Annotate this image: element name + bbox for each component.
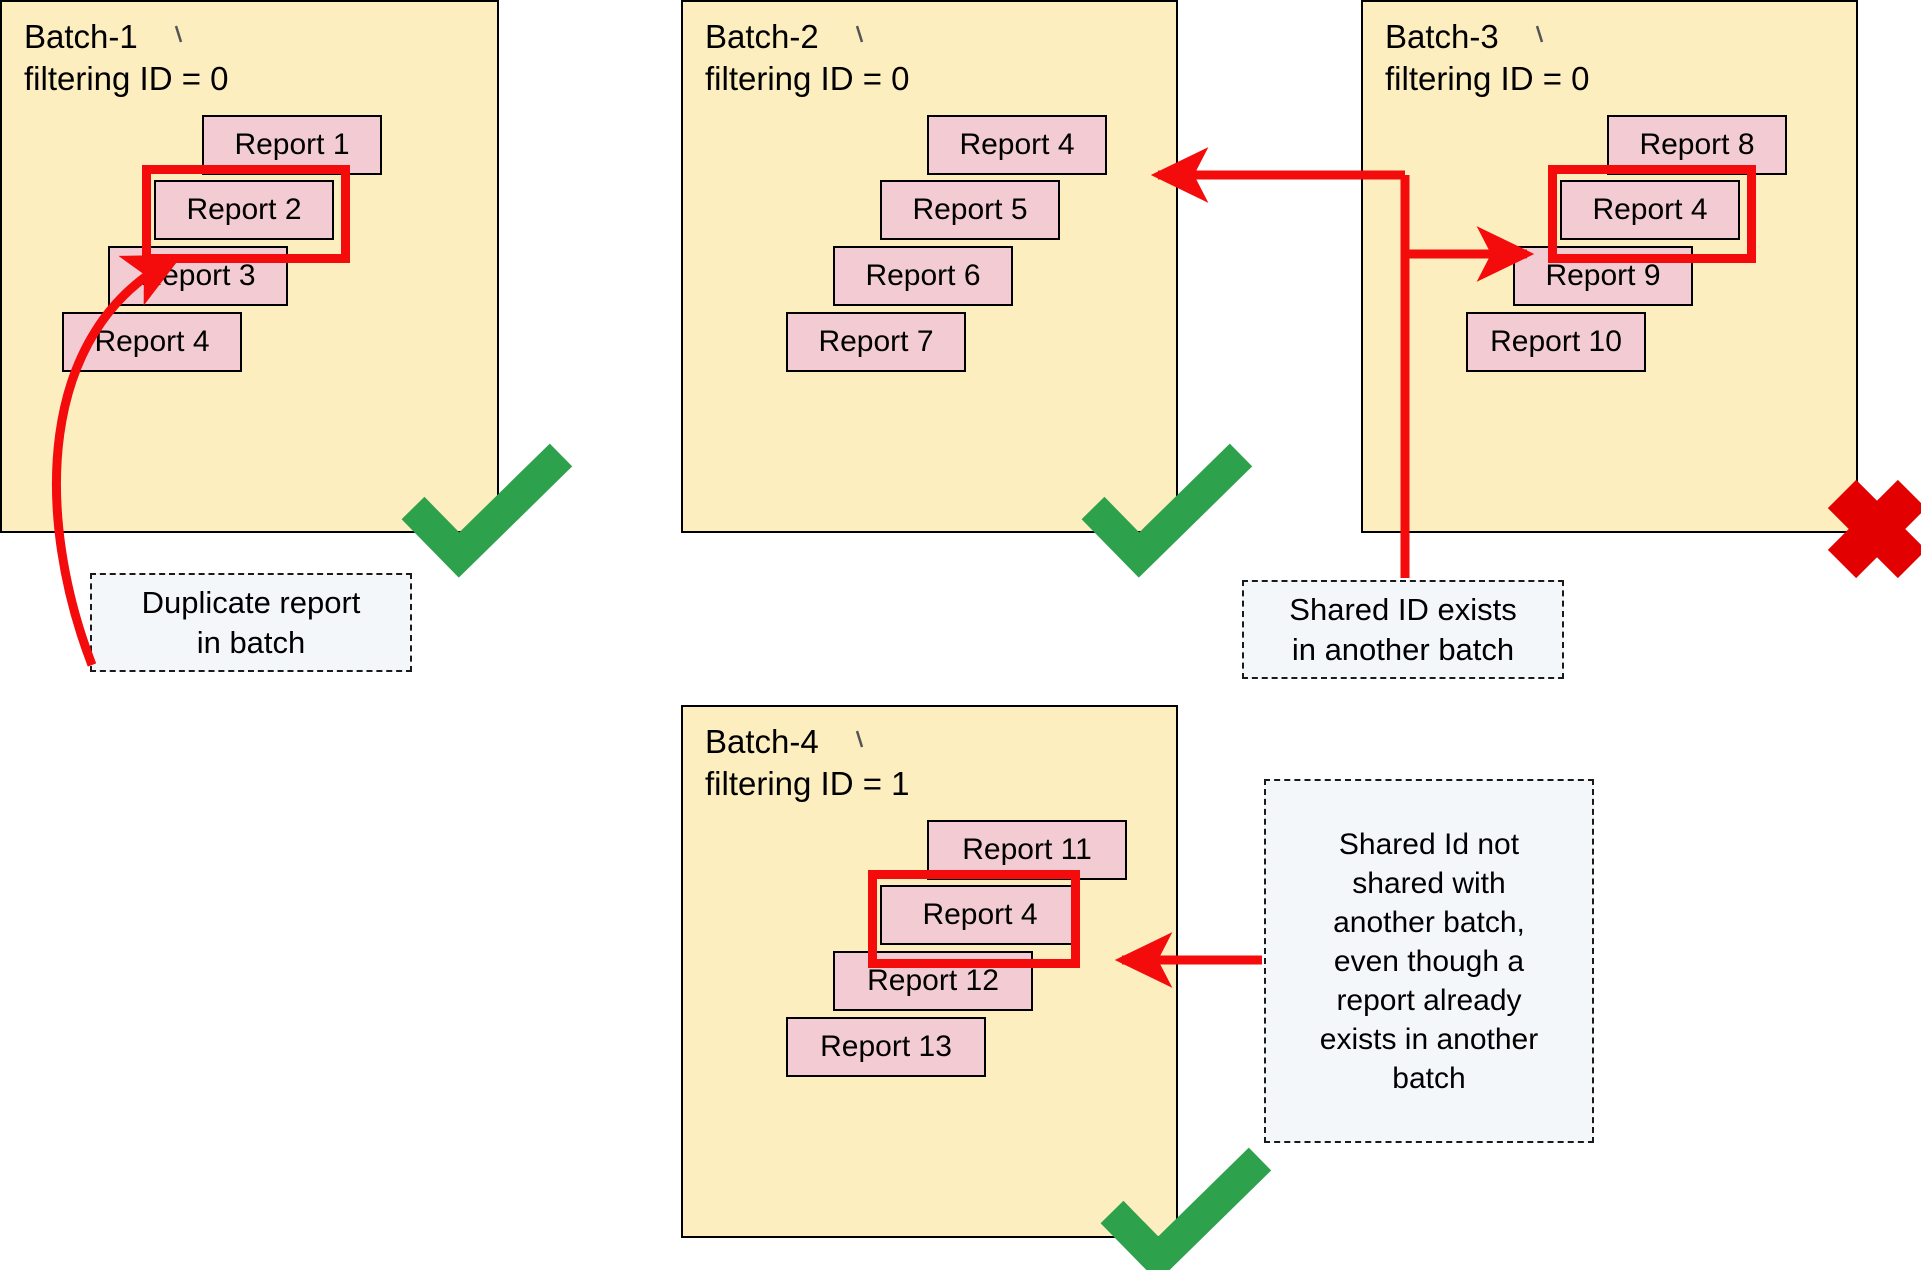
report-card[interactable]: Report 5: [880, 180, 1060, 240]
shared-id-highlight-box: [1548, 165, 1756, 263]
report-card[interactable]: Report 4: [62, 312, 242, 372]
note-shared-id-exists: Shared ID exists in another batch: [1242, 580, 1564, 679]
batch-container-4: Batch-4 filtering ID = 1 Report 11 Repor…: [681, 705, 1178, 1238]
note-duplicate-report: Duplicate report in batch: [90, 573, 412, 672]
duplicate-highlight-box: [142, 165, 350, 263]
report-card[interactable]: Report 13: [786, 1017, 986, 1077]
report-card[interactable]: Report 4: [1560, 180, 1740, 240]
batch-title-3: Batch-3 filtering ID = 0: [1385, 18, 1590, 98]
batch-title-2: Batch-2 filtering ID = 0: [705, 18, 910, 98]
shared-id-highlight-box: [868, 870, 1080, 968]
report-card[interactable]: Report 7: [786, 312, 966, 372]
batch-container-1: Batch-1 filtering ID = 0 Report 1 Report…: [0, 0, 499, 533]
note-shared-id-not-shared: Shared Id not shared with another batch,…: [1264, 779, 1594, 1143]
batch-title-1: Batch-1 filtering ID = 0: [24, 18, 229, 98]
batch-container-3: Batch-3 filtering ID = 0 Report 8 Report…: [1361, 0, 1858, 533]
report-card[interactable]: Report 6: [833, 246, 1013, 306]
batch-title-4: Batch-4 filtering ID = 1: [705, 723, 910, 803]
report-card[interactable]: Report 10: [1466, 312, 1646, 372]
report-card[interactable]: Report 4: [880, 885, 1080, 945]
report-card[interactable]: Report 2: [154, 180, 334, 240]
report-card[interactable]: Report 4: [927, 115, 1107, 175]
batch-container-2: Batch-2 filtering ID = 0 Report 4 Report…: [681, 0, 1178, 533]
